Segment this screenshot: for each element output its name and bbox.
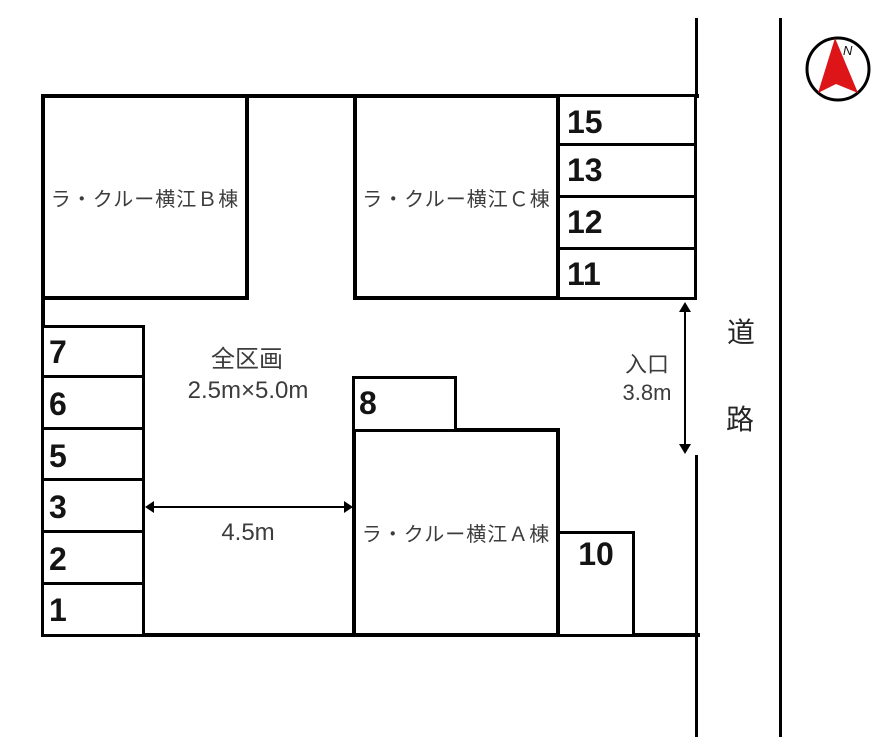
lot-8-label: 8 [359, 385, 377, 421]
building-c-label: ラ・クルー横江Ｃ棟 [362, 188, 551, 211]
all-lots-label: 全区画 [211, 346, 283, 373]
lot-2-label: 2 [49, 541, 67, 577]
lot-10 [557, 531, 635, 637]
lot-8 [352, 376, 457, 432]
arrow-head-right-icon [344, 501, 353, 513]
lot-divider [41, 375, 145, 378]
building-b: ラ・クルー横江Ｂ棟 [41, 94, 249, 300]
lot-divider [560, 247, 697, 250]
lot-6-label: 6 [49, 386, 67, 422]
lot-3-label: 3 [49, 489, 67, 525]
compass-needle [818, 38, 858, 93]
entrance-label: 入口 [624, 352, 669, 377]
arrow-head-down-icon [679, 444, 691, 454]
building-a: ラ・クルー横江Ａ棟 [352, 428, 560, 637]
lot-1-label: 1 [49, 592, 67, 628]
lot-13-label: 13 [567, 152, 603, 188]
compass-north-icon: N [805, 36, 871, 102]
building-b-label: ラ・クルー横江Ｂ棟 [50, 188, 240, 211]
road-edge-left-lower [695, 455, 698, 737]
road-label-char1: 道 [726, 317, 755, 348]
aisle-width-arrow-line [152, 506, 346, 508]
lot-divider [560, 195, 697, 198]
lot-15-label: 15 [567, 104, 603, 140]
building-c: ラ・クルー横江Ｃ棟 [353, 94, 560, 300]
lot-divider [41, 478, 145, 481]
arrow-head-up-icon [679, 302, 691, 312]
lot-divider [41, 530, 145, 533]
entrance-arrow-line [684, 310, 686, 446]
building-a-label: ラ・クルー横江Ａ棟 [361, 524, 551, 546]
lot-divider [41, 582, 145, 585]
lot-size-label: 2.5m×5.0m [187, 377, 309, 404]
entrance-width-label: 3.8m [622, 380, 672, 405]
road-label-char2: 路 [725, 404, 754, 435]
parking-column-left [41, 325, 145, 637]
lot-10-label: 10 [578, 536, 614, 572]
compass-n-label: N [843, 43, 853, 58]
road-edge-left-upper [695, 18, 698, 98]
lot-5-label: 5 [49, 438, 67, 474]
arrow-head-left-icon [145, 501, 154, 513]
lot-divider [560, 143, 697, 146]
lot-7-label: 7 [49, 334, 67, 370]
lot-12-label: 12 [567, 204, 603, 240]
road-edge-right [779, 18, 782, 737]
aisle-width-label: 4.5m [221, 519, 275, 546]
lot-11-label: 11 [567, 256, 601, 292]
lot-divider [41, 427, 145, 430]
